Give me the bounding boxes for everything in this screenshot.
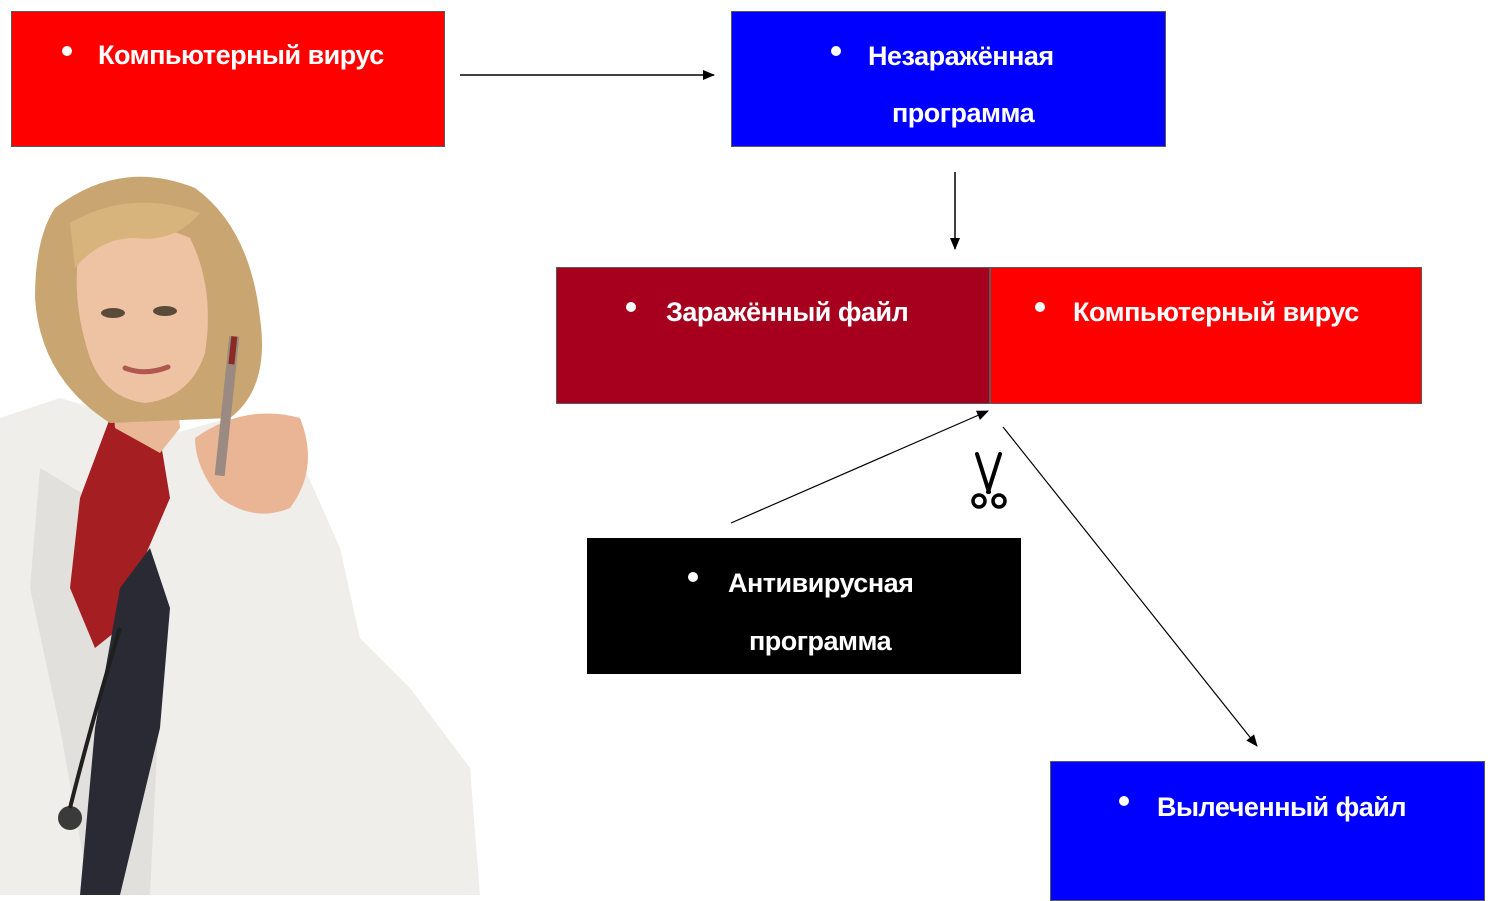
- bullet-icon: [1035, 302, 1045, 312]
- doctor-illustration: [0, 176, 480, 895]
- scissors-icon: [971, 452, 1007, 509]
- computer-virus-label: Компьютерный вирус: [98, 40, 384, 70]
- bullet-icon: [62, 46, 72, 56]
- bullet-icon: [831, 46, 841, 56]
- antivirus-program-box: Антивирусная программа: [587, 538, 1021, 674]
- attached-virus-box: Компьютерный вирус: [990, 267, 1422, 404]
- infected-file-label: Заражённый файл: [666, 297, 909, 327]
- clean-program-label-line2: программа: [892, 98, 1035, 128]
- bullet-icon: [1119, 796, 1129, 806]
- arrow-antivirus-to-infected: [730, 410, 989, 524]
- cured-file-box: Вылеченный файл: [1050, 761, 1485, 901]
- infected-file-box: Заражённый файл: [556, 267, 990, 404]
- arrow-infected-to-cured: [1002, 426, 1258, 747]
- bullet-icon: [688, 572, 698, 582]
- clean-program-label-line1: Незаражённая: [868, 41, 1054, 71]
- attached-virus-label: Компьютерный вирус: [1073, 297, 1359, 327]
- antivirus-label-line2: программа: [749, 626, 892, 656]
- antivirus-label-line1: Антивирусная: [728, 568, 914, 598]
- computer-virus-box: Компьютерный вирус: [11, 11, 445, 147]
- clean-program-box: Незаражённая программа: [731, 11, 1166, 147]
- bullet-icon: [626, 302, 636, 312]
- cured-file-label: Вылеченный файл: [1157, 792, 1407, 822]
